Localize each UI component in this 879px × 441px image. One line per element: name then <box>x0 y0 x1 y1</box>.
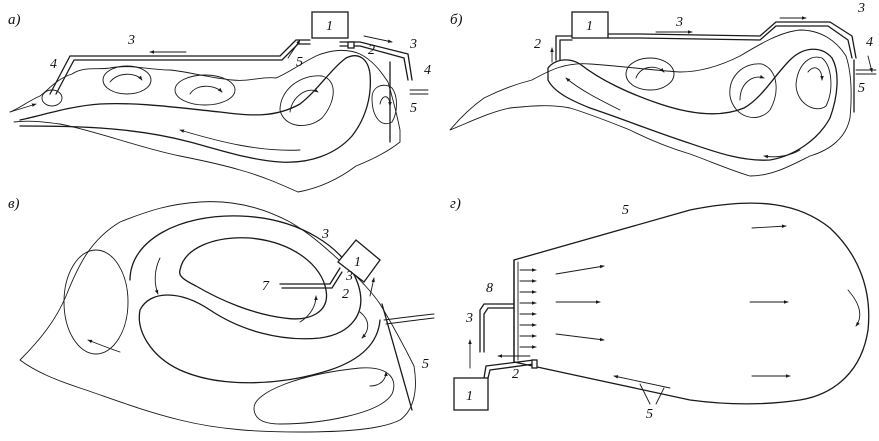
duct-v <box>279 267 343 289</box>
chamber-b3 <box>795 56 832 110</box>
duct-b <box>555 21 857 61</box>
flow-arrow-a1 <box>109 73 143 83</box>
passage-v-outer <box>129 215 381 384</box>
leader-g-5b <box>639 383 651 405</box>
duct-g3 <box>479 303 515 353</box>
chamber-a3 <box>279 75 334 126</box>
callout-g-5a: 5 <box>622 203 629 218</box>
callout-b-3a: 3 <box>675 15 683 30</box>
fan-label-g: 1 <box>466 389 473 404</box>
duct-flow-arrow-a3 <box>287 39 301 59</box>
fan-label-v: 1 <box>354 255 361 270</box>
flow-arrow-g3 <box>555 333 605 342</box>
chamber-a2 <box>174 74 236 106</box>
flow-arrow-g4 <box>751 224 787 229</box>
duct-flow-arrow-b3 <box>867 55 873 73</box>
fan-box-a <box>311 11 349 39</box>
duct-g2-inner <box>487 363 535 379</box>
flow-arrow-g8 <box>613 375 671 389</box>
flow-arrow-a2 <box>189 85 223 95</box>
callout-v-2: 2 <box>342 287 349 302</box>
callout-a-3b: 3 <box>409 37 417 52</box>
callout-a-3a: 3 <box>127 33 135 48</box>
callout-b-4: 4 <box>866 35 873 50</box>
flow-arrow-b2 <box>739 75 765 101</box>
callout-b-5: 5 <box>858 81 865 96</box>
callout-a-4: 4 <box>50 57 57 72</box>
flow-arrow-v5 <box>359 311 369 339</box>
panel-label-a: а) <box>8 12 21 28</box>
chamber-b1 <box>625 57 675 91</box>
panel-label-v: в) <box>8 196 20 212</box>
callout-g-3: 3 <box>465 311 473 326</box>
inflow-arrow-a <box>9 103 37 113</box>
leader-g-5c <box>655 387 665 405</box>
chamber-a1 <box>102 65 152 95</box>
callout-g-2: 2 <box>512 367 519 382</box>
jet-arrows-g <box>519 268 537 349</box>
valve-a <box>347 41 355 49</box>
duct-g3-inner <box>483 307 515 353</box>
outlet-v <box>383 313 435 325</box>
callout-b-3b: 3 <box>857 1 865 16</box>
fan-box-b <box>571 11 609 39</box>
callout-v-3b: 3 <box>345 269 353 284</box>
passage-v-inner <box>178 237 328 320</box>
callout-v-5: 5 <box>422 357 429 372</box>
panel-a: а) 1 4 3 5 <box>8 11 431 193</box>
chamber-v1 <box>63 249 129 355</box>
cave-outline-a <box>9 49 401 193</box>
callout-b-2: 2 <box>534 37 541 52</box>
fan-box-v <box>337 239 381 283</box>
passage-a <box>19 55 372 163</box>
callout-a-5b: 5 <box>410 101 417 116</box>
flow-arrow-a3 <box>289 88 319 113</box>
callout-g-8: 8 <box>486 281 493 296</box>
flow-arrow-a4 <box>379 96 392 107</box>
duct-g2 <box>483 359 535 379</box>
flow-arrow-v1 <box>154 257 161 295</box>
callout-v-3a: 3 <box>321 227 329 242</box>
panel-g: г) 1 5 8 <box>450 196 870 422</box>
flow-arrow-g1 <box>555 264 605 275</box>
valve-g <box>531 359 538 369</box>
flow-arrow-b1 <box>635 66 665 79</box>
duct-flow-arrow-a2 <box>363 35 393 43</box>
chamber-g-outline <box>513 202 870 405</box>
chamber-b2 <box>729 63 777 118</box>
cave-outline-b <box>449 29 852 177</box>
callout-v-7: 7 <box>262 279 270 294</box>
duct-flow-arrow-v <box>369 277 375 297</box>
chamber-a4 <box>371 84 397 125</box>
callout-a-4b: 4 <box>424 63 431 78</box>
callout-g-5b: 5 <box>646 407 653 422</box>
fan-label-b: 1 <box>586 19 593 34</box>
flow-arrow-v3 <box>87 339 121 353</box>
panel-v: в) 1 3 3 7 2 5 <box>8 196 435 433</box>
chamber-v2 <box>253 367 395 425</box>
duct-a-left-inner <box>55 43 311 95</box>
outlet-b <box>855 69 877 75</box>
panel-b: б) 1 2 3 3 4 5 <box>449 1 877 177</box>
callout-a-2: 2 <box>368 43 375 58</box>
flow-arrow-g7 <box>847 289 861 327</box>
flow-arrow-v2 <box>299 295 318 323</box>
panel-label-g: г) <box>450 196 461 212</box>
callout-a-5a: 5 <box>296 55 303 70</box>
passage-b <box>547 48 838 161</box>
flow-arrow-v4 <box>369 371 388 387</box>
panel-label-b: б) <box>450 12 463 28</box>
chamber-a5 <box>41 89 63 107</box>
flow-arrow-b4 <box>565 77 621 111</box>
flow-arrow-b3 <box>807 67 824 81</box>
duct-b-inner <box>559 25 853 61</box>
duct-a-left <box>49 39 311 95</box>
fan-box-g <box>453 377 489 411</box>
fan-label-a: 1 <box>326 19 333 34</box>
flow-arrow-a5 <box>179 129 301 151</box>
barrier-v <box>381 303 413 411</box>
flow-arrow-b5 <box>763 149 801 159</box>
